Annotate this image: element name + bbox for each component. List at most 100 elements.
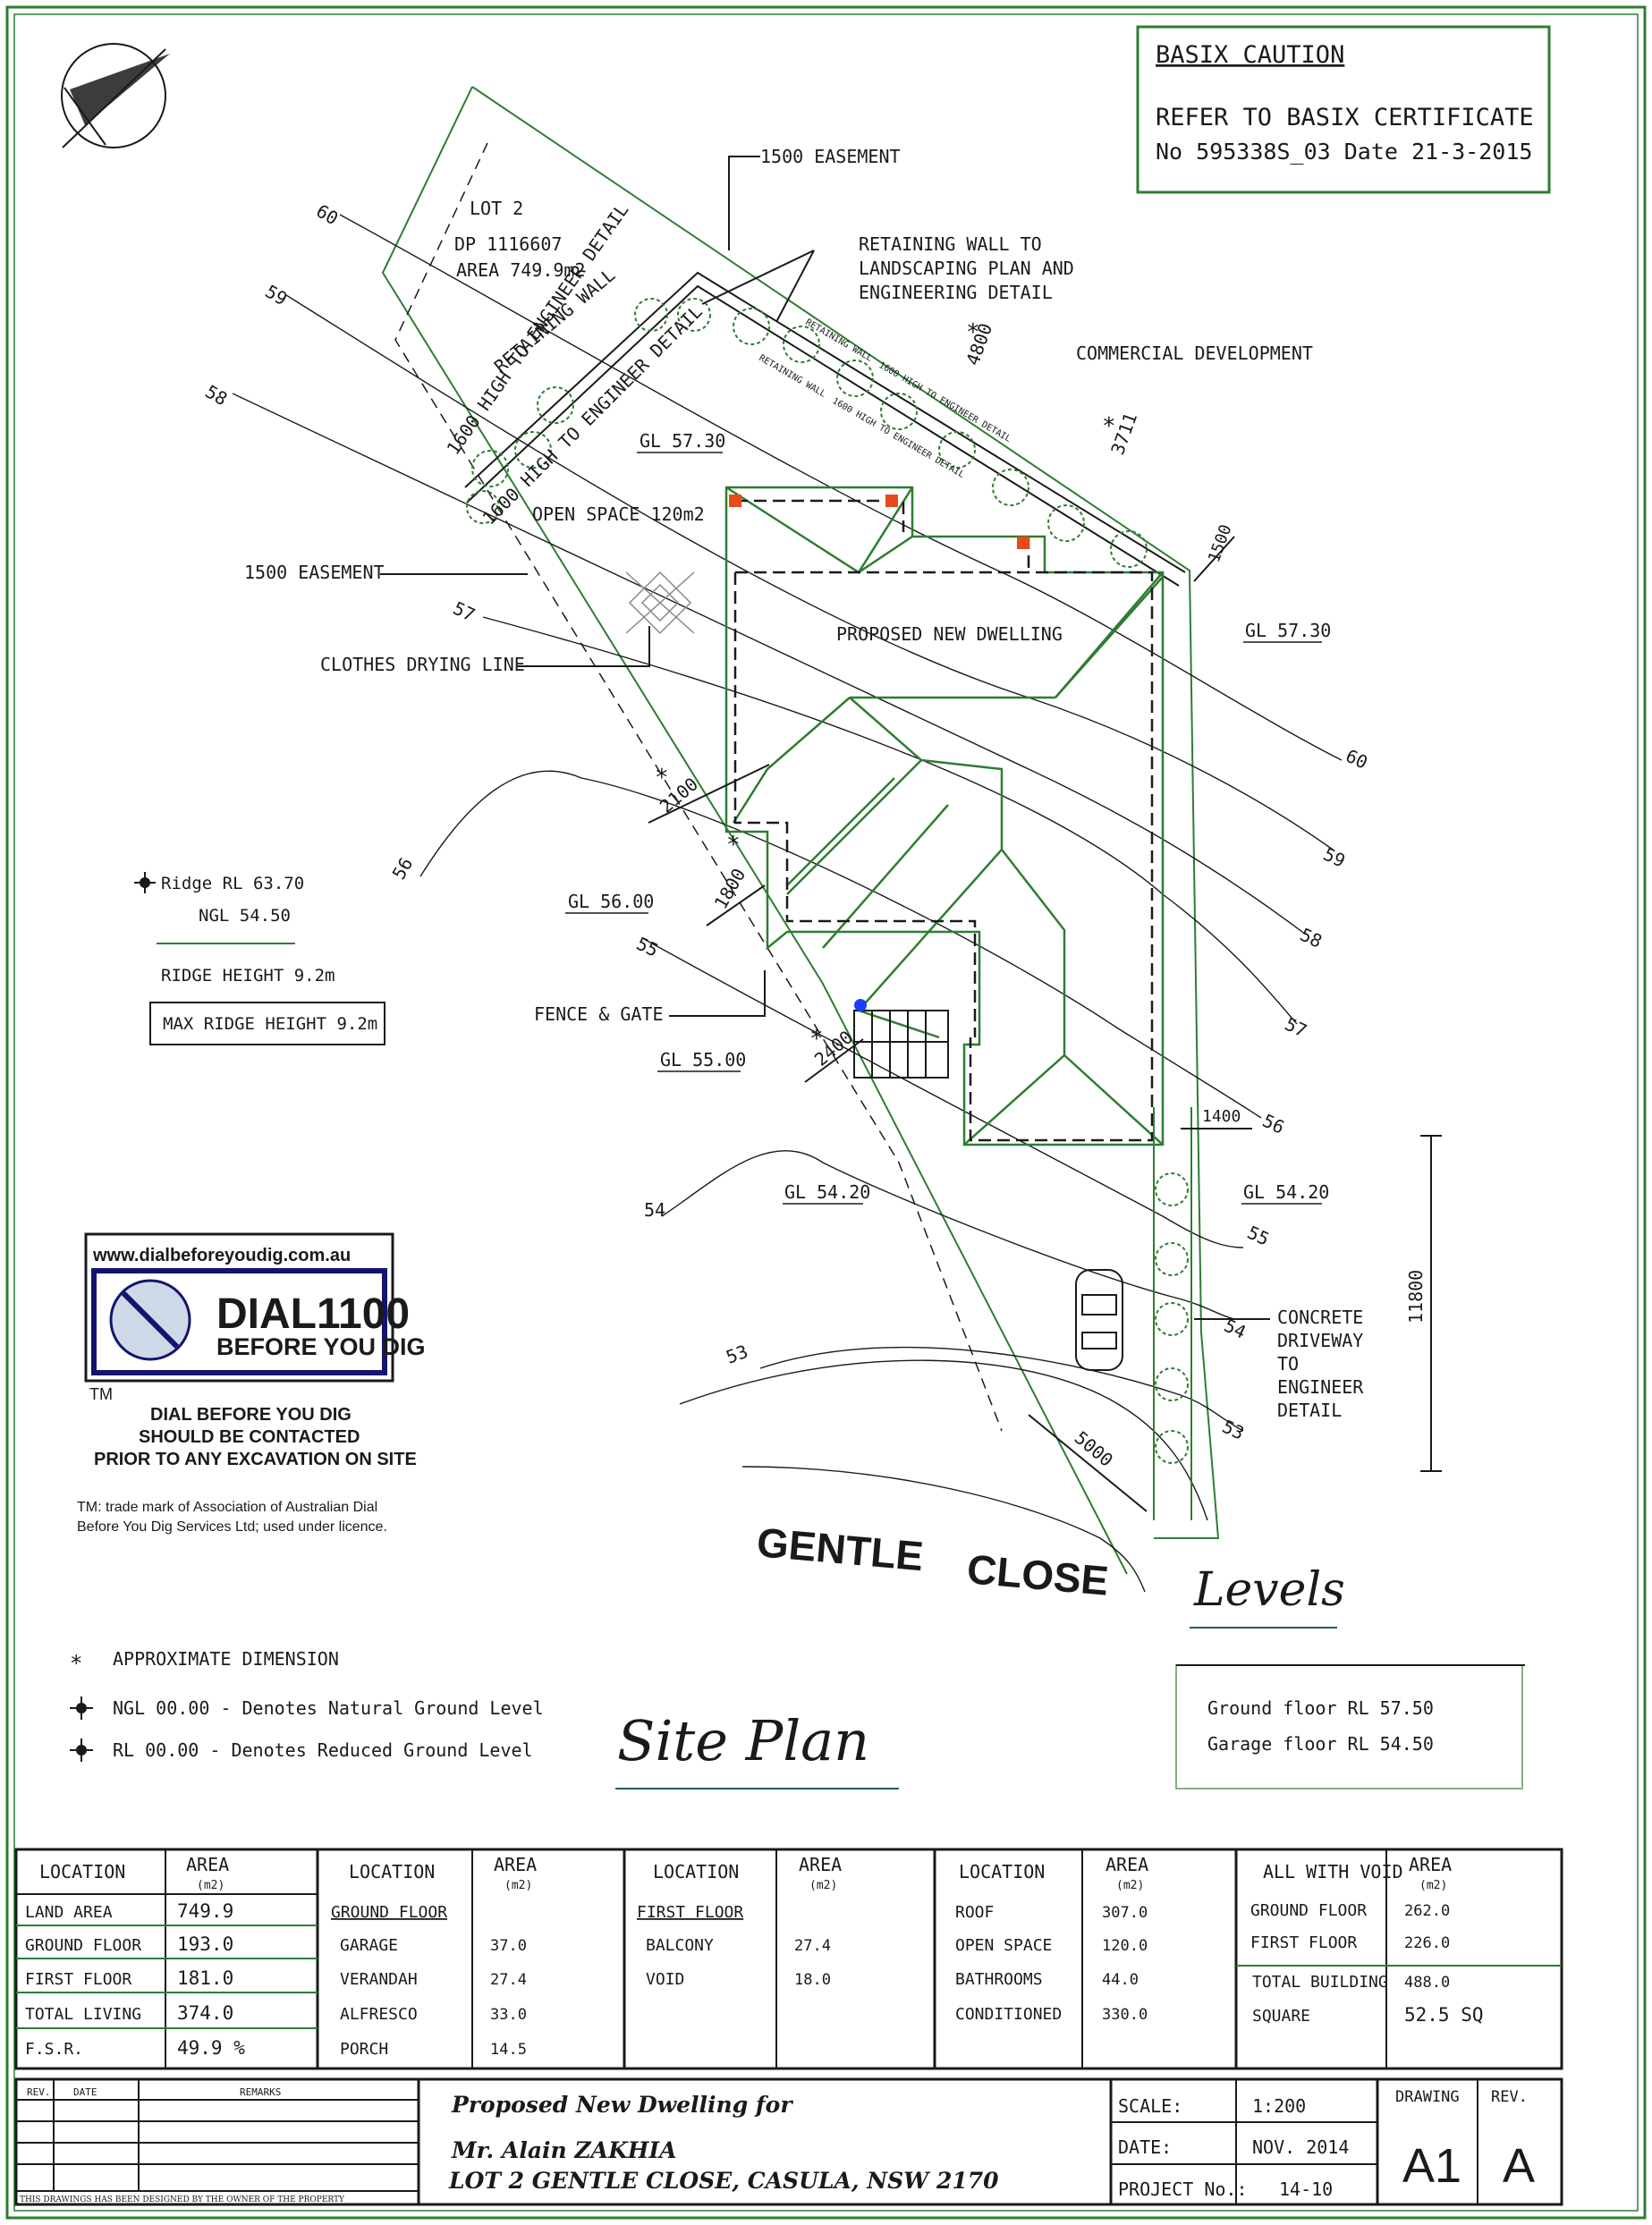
table-cell: ALFRESCO [340, 2005, 418, 2024]
approx-star: * [655, 765, 669, 791]
easement-label-left: 1500 EASEMENT [244, 562, 385, 583]
rev-label: REV. [1491, 2088, 1528, 2106]
dial-before-you-dig-logo: www.dialbeforeyoudig.com.au DIAL1100 BEF… [77, 1232, 426, 1535]
table-cell: GROUND FLOOR [1250, 1901, 1367, 1920]
table-header-location: LOCATION [349, 1861, 435, 1882]
table-cell: CONDITIONED [955, 2005, 1062, 2024]
remarks-header: REMARKS [240, 2086, 281, 2098]
table-header-location: LOCATION [653, 1861, 739, 1882]
contour-label: 60 [1343, 745, 1371, 774]
table-cell: 749.9 [177, 1900, 233, 1922]
dwelling-label: PROPOSED NEW DWELLING [836, 623, 1063, 645]
table-cell: 18.0 [794, 1971, 831, 1989]
table-cell: BATHROOMS [955, 1970, 1043, 1989]
lot-dp: DP 1116607 [454, 233, 562, 255]
table-cell: PORCH [340, 2040, 388, 2059]
table-cell: 226.0 [1404, 1934, 1450, 1952]
table-header-m2: (m2) [197, 1879, 225, 1892]
approx-star: * [809, 1026, 824, 1053]
dial-number: DIAL1100 [216, 1290, 410, 1338]
table-header-location: LOCATION [39, 1861, 125, 1882]
table-cell: 33.0 [490, 2006, 527, 2024]
retaining-note-l1: RETAINING WALL TO [859, 233, 1042, 255]
date-header: DATE [73, 2086, 97, 2098]
table-header-area: AREA [1106, 1854, 1148, 1875]
levels-box: Ground floor RL 57.50 Garage floor RL 54… [1175, 1664, 1525, 1789]
legend-approx: APPROXIMATE DIMENSION [113, 1648, 339, 1670]
table-cell: 488.0 [1404, 1974, 1450, 1992]
date-value: NOV. 2014 [1252, 2136, 1349, 2158]
table-cell: SQUARE [1252, 2007, 1310, 2026]
contour-label: 60 [313, 200, 343, 230]
rev-header: REV. [27, 2086, 51, 2098]
table-cell: FIRST FLOOR [1250, 1933, 1357, 1952]
dim-1800: 1800 [710, 865, 750, 913]
project-address: LOT 2 GENTLE CLOSE, CASULA, NSW 2170 [448, 2168, 999, 2194]
dial-warning: SHOULD BE CONTACTED [139, 1427, 360, 1447]
corner-marker [729, 495, 741, 507]
dim-1500: 1500 [1205, 522, 1236, 565]
contour-lines [232, 214, 1343, 1593]
table-cell: 120.0 [1102, 1937, 1148, 1955]
north-arrow-icon [61, 43, 170, 148]
table-header-m2: (m2) [809, 1879, 837, 1892]
dim-11800: 11800 [1405, 1270, 1427, 1324]
table-cell: GROUND FLOOR [25, 1936, 141, 1955]
retaining-note-l2: LANDSCAPING PLAN AND [859, 258, 1074, 279]
dwelling-walls-dashed [733, 499, 1154, 1142]
contour-label: 58 [202, 381, 232, 410]
table-cell: 330.0 [1102, 2006, 1148, 2024]
sheet-border [5, 5, 1647, 2220]
table-cell: TOTAL BUILDING [1252, 1973, 1388, 1992]
contour-label: 59 [1320, 843, 1349, 872]
ground-floor-level: Ground floor RL 57.50 [1207, 1697, 1434, 1719]
table-header-m2: (m2) [1116, 1879, 1144, 1892]
table-cell: TOTAL LIVING [25, 2005, 141, 2024]
scale-label: SCALE: [1118, 2095, 1182, 2117]
commercial-development-label: COMMERCIAL DEVELOPMENT [1076, 343, 1313, 364]
project-number-value: 14-10 [1279, 2178, 1333, 2200]
legend-rl: RL 00.00 - Denotes Reduced Ground Level [113, 1739, 533, 1761]
ground-level-labels: GL 57.30 GL 57.30 GL 56.00 GL 55.00 GL 5… [565, 430, 1331, 1205]
driveway-label: CONCRETE [1277, 1307, 1363, 1328]
contour-label: 53 [724, 1341, 751, 1368]
service-point-icon [854, 999, 867, 1011]
title-block: REV. DATE REMARKS THIS DRAWINGS HAS BEEN… [14, 2077, 1563, 2206]
basix-title: BASIX CAUTION [1156, 41, 1344, 69]
table-header-all-void: ALL WITH VOID [1263, 1861, 1403, 1882]
symbol-legend: * APPROXIMATE DIMENSION NGL 00.00 - Deno… [70, 1648, 544, 1762]
contour-label: 56 [388, 854, 418, 884]
street-name-gentle: GENTLE [755, 1519, 925, 1579]
max-ridge-height: MAX RIDGE HEIGHT 9.2m [163, 1014, 377, 1034]
approx-star: * [726, 832, 741, 859]
scale-value: 1:200 [1252, 2095, 1306, 2117]
tree-icons [466, 298, 1189, 1464]
table-cell: 27.4 [794, 1937, 831, 1955]
lot-number: LOT 2 [470, 198, 523, 219]
table-cell: 374.0 [177, 2002, 233, 2024]
table-cell: ROOF [955, 1903, 994, 1922]
corner-marker [1017, 537, 1029, 549]
driveway-lines [1153, 1107, 1192, 1520]
small-wall-label: 1600 HIGH TO ENGINEER DETAIL [831, 396, 966, 480]
gl-label: GL 54.20 [1243, 1181, 1329, 1203]
contour-label: 55 [1244, 1222, 1273, 1250]
legend-ngl: NGL 00.00 - Denotes Natural Ground Level [113, 1697, 544, 1719]
contour-label: 57 [1282, 1013, 1310, 1042]
dim-1400: 1400 [1202, 1107, 1241, 1126]
dial-warning: PRIOR TO ANY EXCAVATION ON SITE [94, 1450, 417, 1469]
date-label: DATE: [1118, 2136, 1172, 2158]
area-schedule-table: LOCATION AREA (m2) LOCATION AREA (m2) LO… [14, 1848, 1563, 2070]
table-cell: LAND AREA [25, 1903, 113, 1922]
basix-line1: REFER TO BASIX CERTIFICATE [1156, 104, 1534, 131]
dim-5000: 5000 [1071, 1426, 1117, 1470]
basix-line2: No 595338S_03 Date 21-3-2015 [1156, 139, 1532, 165]
dimension-ticks [648, 536, 1252, 1129]
table-header-area: AREA [494, 1854, 537, 1875]
dimension-11800 [1420, 1135, 1442, 1472]
table-header-area: AREA [1409, 1854, 1452, 1875]
table-cell: 193.0 [177, 1933, 233, 1955]
contour-label: 53 [1219, 1416, 1248, 1444]
table-cell: 14.5 [490, 2041, 527, 2059]
